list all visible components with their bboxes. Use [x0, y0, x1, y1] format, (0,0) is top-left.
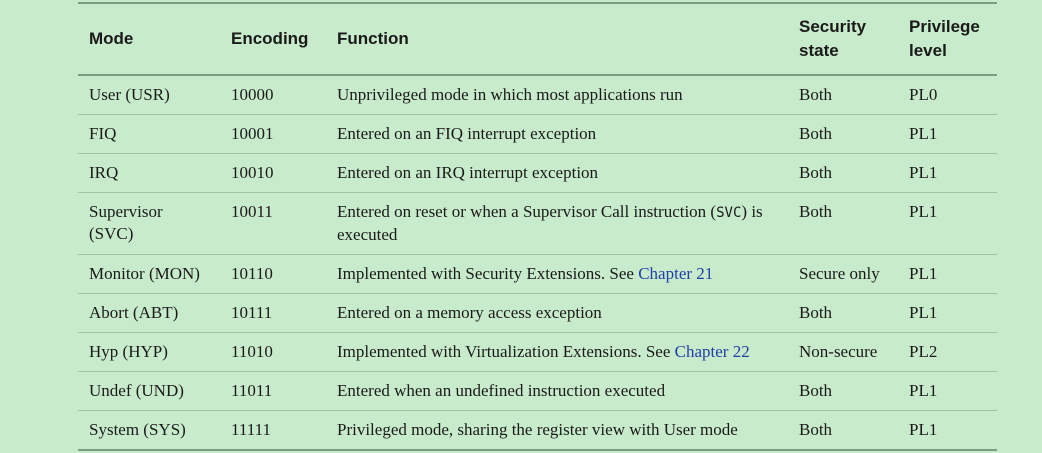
header-encoding: Encoding — [220, 3, 326, 76]
table-row: Abort (ABT) 10111 Entered on a memory ac… — [78, 293, 997, 333]
cell-security: Secure only — [788, 254, 898, 294]
svc-code: SVC — [716, 205, 742, 221]
cell-privilege: PL0 — [898, 75, 997, 115]
cell-function: Entered on a memory access exception — [326, 293, 788, 333]
cell-security: Both — [788, 153, 898, 193]
cell-encoding: 10111 — [220, 293, 326, 333]
cell-privilege: PL1 — [898, 192, 997, 255]
cell-mode: IRQ — [78, 153, 220, 193]
cell-mode: Abort (ABT) — [78, 293, 220, 333]
cell-security: Both — [788, 114, 898, 154]
function-text: Implemented with Virtualization Extensio… — [337, 342, 675, 361]
table-row: IRQ 10010 Entered on an IRQ interrupt ex… — [78, 153, 997, 193]
table-row: Hyp (HYP) 11010 Implemented with Virtual… — [78, 332, 997, 372]
cell-privilege: PL2 — [898, 332, 997, 372]
chapter-21-link[interactable]: Chapter 21 — [638, 264, 714, 283]
cell-function: Privileged mode, sharing the register vi… — [337, 420, 738, 439]
cell-privilege: PL1 — [898, 371, 997, 411]
cell-encoding: 10000 — [220, 75, 326, 115]
cell-security: Non-secure — [788, 332, 898, 372]
cell-encoding: 11011 — [220, 371, 326, 411]
cell-function: Entered on reset or when a Supervisor Ca… — [326, 192, 788, 255]
cell-encoding: 10001 — [220, 114, 326, 154]
cell-mode: Undef (UND) — [78, 371, 220, 411]
cell-function: Implemented with Virtualization Extensio… — [326, 332, 788, 372]
cell-security: Both — [799, 420, 833, 439]
table-row: User (USR) 10000 Unprivileged mode in wh… — [78, 75, 997, 115]
cell-security: Both — [788, 75, 898, 115]
function-text-end: ) is executed — [337, 202, 763, 244]
table-row: FIQ 10001 Entered on an FIQ interrupt ex… — [78, 114, 997, 154]
header-function: Function — [326, 3, 788, 76]
cell-privilege: PL1 — [898, 153, 997, 193]
header-security-state: Security state — [788, 3, 898, 76]
table-row: Monitor (MON) 10110 Implemented with Sec… — [78, 254, 997, 294]
header-row: Mode Encoding Function Security state Pr… — [78, 3, 997, 76]
cell-function: Implemented with Security Extensions. Se… — [326, 254, 788, 294]
cell-mode: System (SYS) — [89, 420, 186, 439]
cell-mode: Monitor (MON) — [78, 254, 220, 294]
function-text: Implemented with Security Extensions. Se… — [337, 264, 639, 283]
cell-privilege: PL1 — [909, 420, 938, 439]
table-row: Supervisor (SVC) 10011 Entered on reset … — [78, 192, 997, 255]
cell-function: Entered on an FIQ interrupt exception — [326, 114, 788, 154]
cell-security: Both — [788, 371, 898, 411]
cell-function: Unprivileged mode in which most applicat… — [326, 75, 788, 115]
table-row: System (SYS) 11111 Privileged mode, shar… — [78, 411, 997, 451]
cell-privilege: PL1 — [898, 114, 997, 154]
cell-encoding: 10010 — [220, 153, 326, 193]
cell-mode: Hyp (HYP) — [78, 332, 220, 372]
cell-encoding: 10011 — [220, 192, 326, 255]
cell-encoding: 11010 — [220, 332, 326, 372]
chapter-22-link[interactable]: Chapter 22 — [674, 342, 750, 361]
header-mode: Mode — [78, 3, 220, 76]
cell-privilege: PL1 — [898, 254, 997, 294]
header-privilege-level: Privilege level — [898, 3, 997, 76]
cell-function: Entered when an undefined instruction ex… — [326, 371, 788, 411]
cell-security: Both — [788, 192, 898, 255]
cell-mode: User (USR) — [78, 75, 220, 115]
cell-encoding: 10110 — [220, 254, 326, 294]
processor-modes-table: Mode Encoding Function Security state Pr… — [78, 2, 997, 451]
cell-encoding: 11111 — [231, 420, 271, 439]
table-row: Undef (UND) 11011 Entered when an undefi… — [78, 371, 997, 411]
cell-function: Entered on an IRQ interrupt exception — [326, 153, 788, 193]
cell-mode: FIQ — [78, 114, 220, 154]
function-text-start: Entered on reset or when a Supervisor Ca… — [337, 202, 717, 221]
cell-privilege: PL1 — [898, 293, 997, 333]
cell-mode: Supervisor (SVC) — [78, 192, 220, 255]
cell-security: Both — [788, 293, 898, 333]
